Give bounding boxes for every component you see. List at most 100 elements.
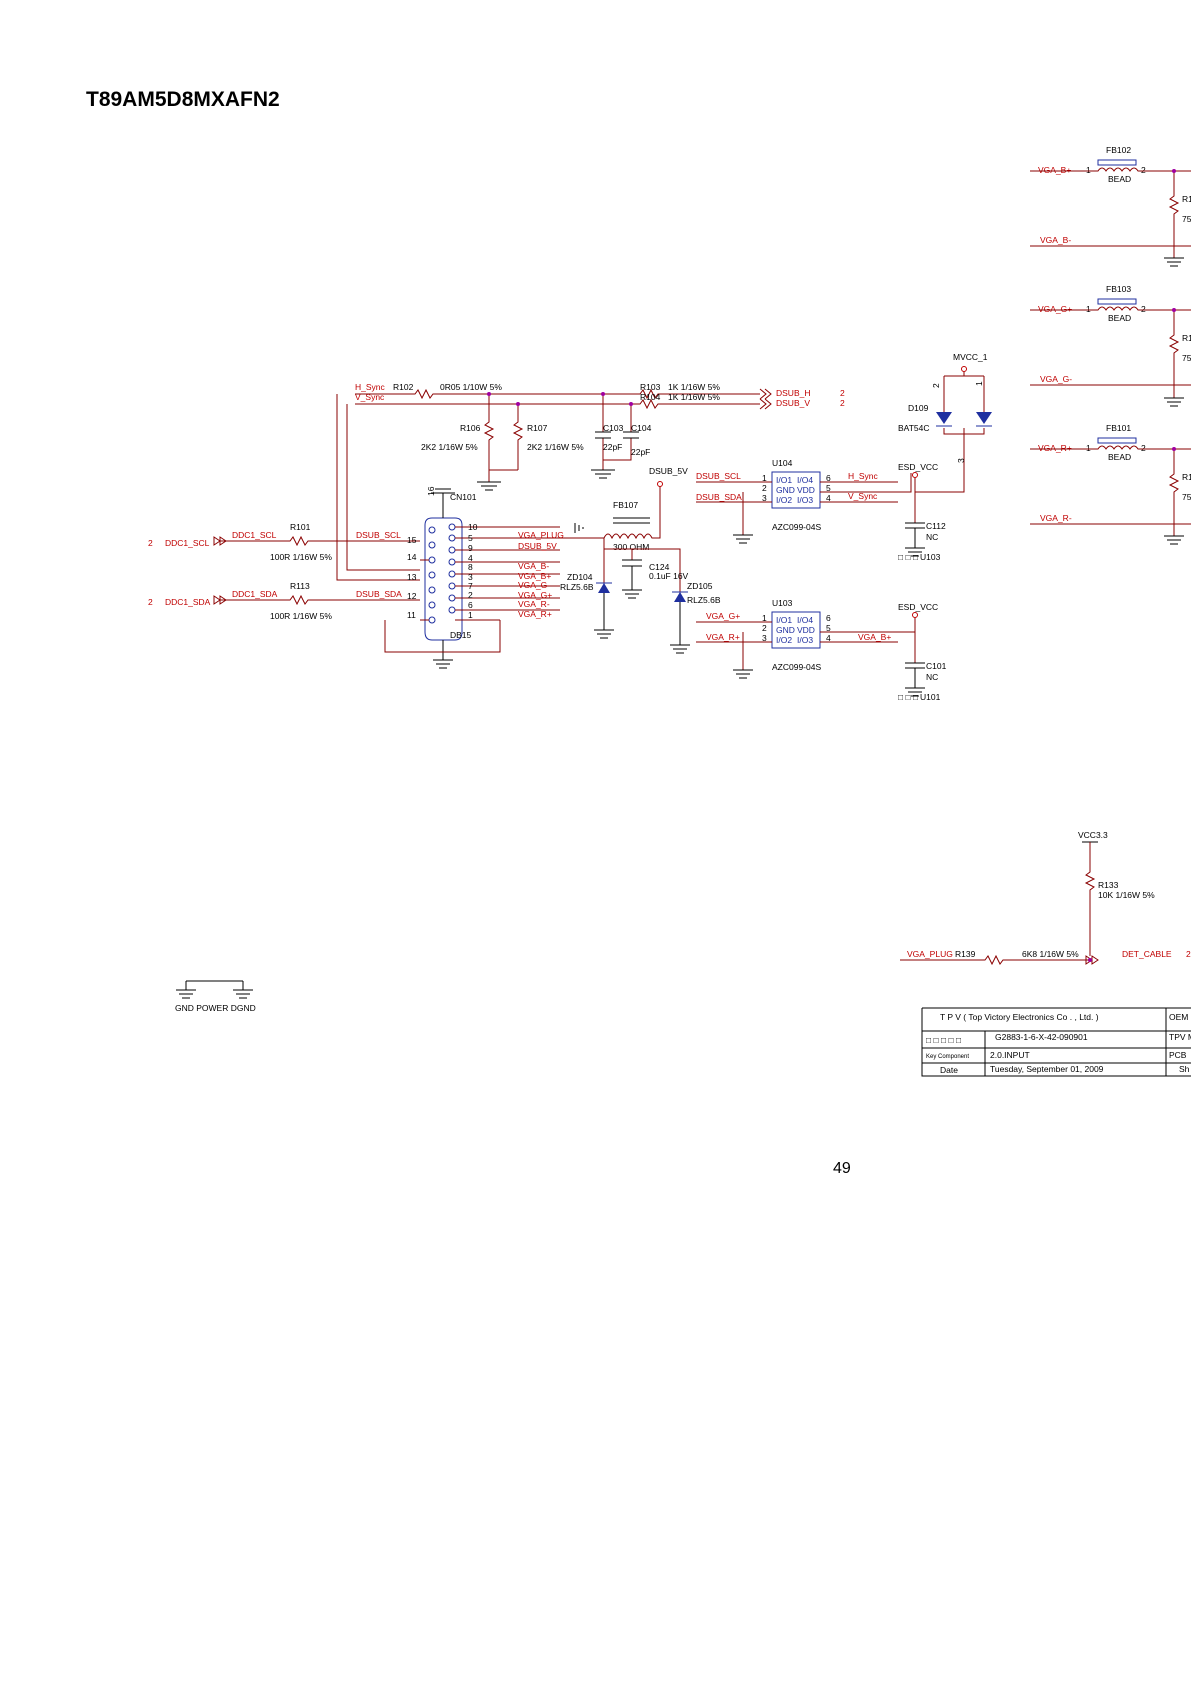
svg-text:I/O1: I/O1 bbox=[776, 615, 792, 625]
u104-h-sync: H_Sync bbox=[848, 471, 879, 481]
c112-note: U103 bbox=[920, 552, 941, 562]
ddc-section: 2 DDC1_SCL DDC1_SCL R101 100R 1/16W 5% D… bbox=[148, 522, 420, 621]
r101-ref: R101 bbox=[290, 522, 311, 532]
svg-text:5: 5 bbox=[826, 483, 831, 493]
u104-part: AZC099-04S bbox=[772, 522, 821, 532]
svg-text:75: 75 bbox=[1182, 492, 1191, 502]
r106-value: 2K2 1/16W 5% bbox=[421, 442, 478, 452]
svg-text:3: 3 bbox=[468, 572, 473, 582]
c101-esd-vcc: ESD_VCC C101 NC □ □ □ U101 bbox=[898, 602, 947, 702]
svg-text:2: 2 bbox=[1141, 443, 1146, 453]
r133-value: 10K 1/16W 5% bbox=[1098, 890, 1155, 900]
c101-note: U101 bbox=[920, 692, 941, 702]
svg-text:I/O4: I/O4 bbox=[797, 615, 813, 625]
u103-esd-array: U103 I/O1 I/O4 GND VDD I/O2 I/O3 AZC099-… bbox=[696, 598, 915, 679]
title-block-oem: OEM bbox=[1169, 1012, 1188, 1022]
u103-body bbox=[771, 611, 821, 649]
svg-text:7: 7 bbox=[468, 581, 473, 591]
r102-value: 0R05 1/10W 5% bbox=[440, 382, 502, 392]
svg-text:I/O2: I/O2 bbox=[776, 635, 792, 645]
r107-value: 2K2 1/16W 5% bbox=[527, 442, 584, 452]
cn101-ref: CN101 bbox=[450, 492, 477, 502]
svg-text:4: 4 bbox=[468, 553, 473, 563]
net-label-dsub-h: DSUB_H bbox=[776, 388, 810, 398]
svg-text:3: 3 bbox=[762, 633, 767, 643]
svg-text:I/O1: I/O1 bbox=[776, 475, 792, 485]
u103-vga-r-plus: VGA_R+ bbox=[706, 632, 740, 642]
svg-text:R1: R1 bbox=[1182, 472, 1191, 482]
title-block-docno: G2883-1-6-X-42-090901 bbox=[995, 1032, 1088, 1042]
det-cable-page: 2 bbox=[1186, 949, 1191, 959]
page-number: 49 bbox=[833, 1160, 851, 1177]
u103-vga-g-plus: VGA_G+ bbox=[706, 611, 740, 621]
c104-value: 22pF bbox=[631, 447, 650, 457]
fb102-vga-b-plus: VGA_B+ bbox=[1038, 165, 1071, 175]
u104-ref: U104 bbox=[772, 458, 793, 468]
svg-text:4: 4 bbox=[826, 493, 831, 503]
svg-text:1: 1 bbox=[762, 473, 767, 483]
vga-b-minus-right: VGA_B- bbox=[1040, 235, 1071, 245]
r102-ref: R102 bbox=[393, 382, 414, 392]
svg-text:□ □ □: □ □ □ bbox=[898, 692, 918, 702]
u103-vga-b-plus: VGA_B+ bbox=[858, 632, 891, 642]
det-cable-label: DET_CABLE bbox=[1122, 949, 1172, 959]
net-label-dsub-sda: DSUB_SDA bbox=[356, 589, 402, 599]
c103-ref: C103 bbox=[603, 423, 624, 433]
u104-esd-array: U104 I/O1 I/O4 GND VDD I/O2 I/O3 AZC099-… bbox=[696, 458, 912, 544]
svg-text:I/O2: I/O2 bbox=[776, 495, 792, 505]
d109-bat54c: MVCC_1 2 1 D109 BAT54C 3 bbox=[898, 352, 992, 468]
r104-value: 1K 1/16W 5% bbox=[668, 392, 720, 402]
ddc1-sda-wire-label: DDC1_SDA bbox=[232, 589, 278, 599]
svg-text:13: 13 bbox=[407, 572, 417, 582]
d109-part: BAT54C bbox=[898, 423, 930, 433]
r113-ref: R113 bbox=[290, 581, 310, 591]
fb103-ref: FB103 bbox=[1106, 284, 1131, 294]
document-title: T89AM5D8MXAFN2 bbox=[86, 88, 280, 111]
svg-text:1: 1 bbox=[762, 613, 767, 623]
d109-ref: D109 bbox=[908, 403, 929, 413]
svg-text:I/O3: I/O3 bbox=[797, 495, 813, 505]
r104-ref: R104 bbox=[640, 392, 661, 402]
net-label-vga-b-plus: VGA_B+ bbox=[518, 571, 551, 581]
net-label-vga-plug: VGA_PLUG bbox=[518, 530, 564, 540]
fb102-value: BEAD bbox=[1108, 174, 1131, 184]
cn101-part: DB15 bbox=[450, 630, 472, 640]
ddc1-sda-page: 2 bbox=[148, 597, 153, 607]
fb101-value: BEAD bbox=[1108, 452, 1131, 462]
r106-ref: R106 bbox=[460, 423, 481, 433]
svg-text:5: 5 bbox=[468, 533, 473, 543]
title-block-tpv: TPV M bbox=[1169, 1032, 1191, 1042]
ground-legend-label: GND POWER DGND bbox=[175, 1003, 256, 1013]
dsub-5v-protection: FB107 DSUB_5V 300 OHM C124 0.1uF 16V ZD1… bbox=[560, 466, 721, 654]
u103-part: AZC099-04S bbox=[772, 662, 821, 672]
c124-ref: C124 bbox=[649, 562, 670, 572]
dsub-v-page-ref: 2 bbox=[840, 398, 845, 408]
u103-ref: U103 bbox=[772, 598, 793, 608]
fb103-vga-g-plus: VGA_G+ bbox=[1038, 304, 1072, 314]
dsub-5v-pin-label: DSUB_5V bbox=[649, 466, 688, 476]
svg-text:5: 5 bbox=[826, 623, 831, 633]
mvcc-label: MVCC_1 bbox=[953, 352, 988, 362]
title-block-sheet-name: 2.0.INPUT bbox=[990, 1050, 1030, 1060]
r103-value: 1K 1/16W 5% bbox=[668, 382, 720, 392]
fb101-vga-r-plus: VGA_R+ bbox=[1038, 443, 1072, 453]
svg-text:2: 2 bbox=[762, 623, 767, 633]
esd-vcc-label-2: ESD_VCC bbox=[898, 602, 938, 612]
svg-text:VDD: VDD bbox=[797, 625, 815, 635]
sync-section: H_Sync V_Sync R102 0R05 1/10W 5% R103 1K… bbox=[355, 382, 845, 491]
r133-ref: R133 bbox=[1098, 880, 1119, 890]
vcc33-label: VCC3.3 bbox=[1078, 830, 1108, 840]
svg-text:R1: R1 bbox=[1182, 333, 1191, 343]
net-label-ddc1-scl: DDC1_SCL bbox=[165, 538, 210, 548]
ddc1-scl-wire-label: DDC1_SCL bbox=[232, 530, 277, 540]
c103-value: 22pF bbox=[603, 442, 622, 452]
c112-ref: C112 bbox=[926, 521, 946, 531]
c101-ref: C101 bbox=[926, 661, 947, 671]
title-block-key-component: Key Component bbox=[926, 1054, 969, 1060]
title-block-sheet: Sh bbox=[1179, 1064, 1190, 1074]
svg-text:11: 11 bbox=[407, 610, 416, 620]
svg-text:14: 14 bbox=[407, 552, 417, 562]
zd104-value: RLZ5.6B bbox=[560, 582, 594, 592]
svg-text:VDD: VDD bbox=[797, 485, 815, 495]
